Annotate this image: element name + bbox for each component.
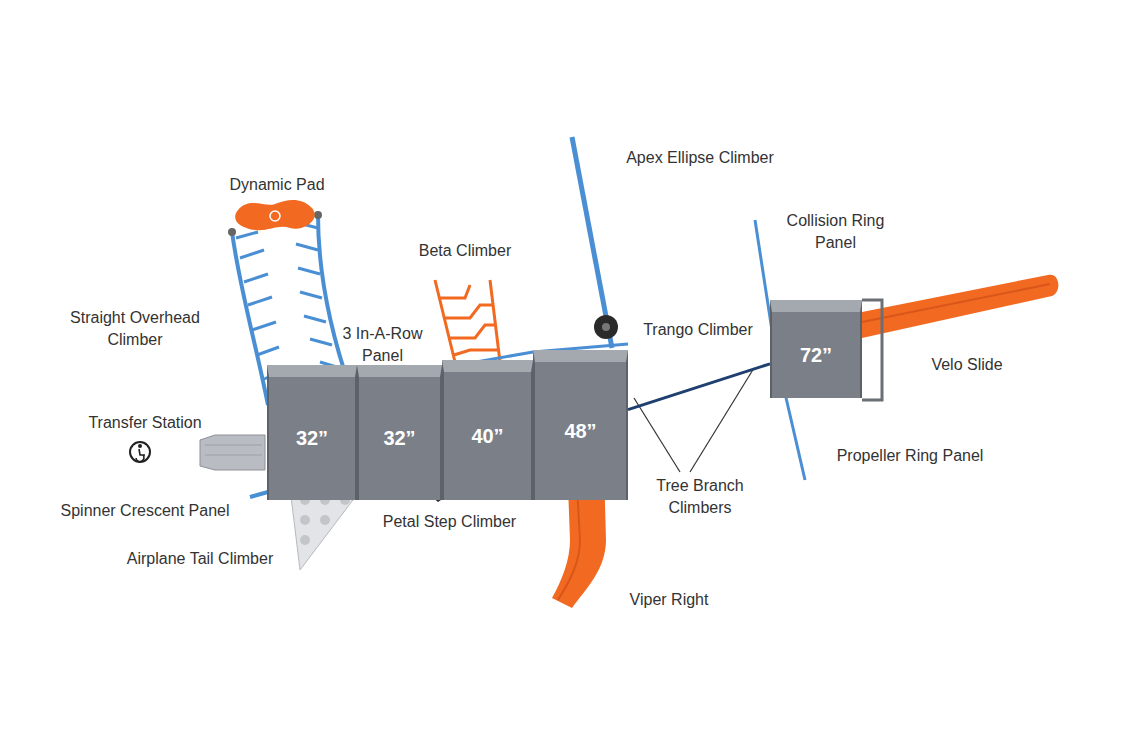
- part-label: Petal Step Climber: [362, 511, 537, 533]
- illustration-part: [862, 300, 882, 400]
- illustration-part: [320, 515, 330, 525]
- illustration-part: [205, 445, 262, 446]
- deck-height: 40”: [471, 425, 503, 448]
- illustration-part: [138, 444, 142, 448]
- part-label: Propeller Ring Panel: [815, 445, 1005, 467]
- illustration-part: [296, 223, 340, 368]
- illustration-part: [594, 315, 618, 339]
- deck-platform: 32”: [267, 365, 357, 500]
- illustration-part: [862, 284, 1050, 322]
- deck-height: 48”: [564, 420, 596, 443]
- part-label: Transfer Station: [70, 412, 220, 434]
- illustration-part: [200, 435, 265, 470]
- illustration-part: [235, 200, 315, 230]
- illustration-part: [228, 228, 236, 236]
- deck-platform: 32”: [357, 365, 442, 500]
- illustration-part: [634, 398, 680, 472]
- illustration-part: [862, 275, 1058, 338]
- part-label: Airplane Tail Climber: [105, 548, 295, 570]
- part-label: Beta Climber: [405, 240, 525, 262]
- illustration-part: [270, 211, 280, 221]
- part-label: 3 In-A-Row Panel: [335, 323, 430, 367]
- connector-line: [628, 364, 770, 410]
- illustration-part: [435, 280, 500, 362]
- illustration-part: [130, 442, 150, 462]
- illustration-part: [236, 232, 280, 380]
- deck-height: 32”: [383, 427, 415, 450]
- part-label: Apex Ellipse Climber: [600, 147, 800, 169]
- deck-platform: 40”: [442, 360, 533, 500]
- deck-platform: 72”: [770, 300, 862, 398]
- illustration-part: [314, 211, 322, 219]
- part-label: Collision Ring Panel: [778, 210, 893, 254]
- illustration-part: [300, 515, 310, 525]
- illustration-part: [205, 455, 262, 456]
- illustration-part: [300, 535, 310, 545]
- illustration-part: [136, 449, 145, 462]
- part-label: Viper Right: [614, 589, 724, 611]
- part-label: Trango Climber: [628, 319, 768, 341]
- part-label: Velo Slide: [912, 354, 1022, 376]
- illustration-part: [290, 488, 362, 570]
- illustration-part: [250, 492, 268, 497]
- deck-height: 32”: [296, 427, 328, 450]
- part-label: Spinner Crescent Panel: [40, 500, 250, 522]
- part-label: Dynamic Pad: [227, 174, 327, 196]
- tree-branch-connector: [628, 364, 770, 410]
- deck-platform: 48”: [533, 350, 628, 500]
- deck-height: 72”: [800, 344, 832, 367]
- part-label: Straight Overhead Climber: [60, 307, 210, 351]
- part-label: Tree Branch Climbers: [645, 475, 755, 519]
- illustration-part: [690, 368, 754, 472]
- illustration-part: [602, 323, 610, 331]
